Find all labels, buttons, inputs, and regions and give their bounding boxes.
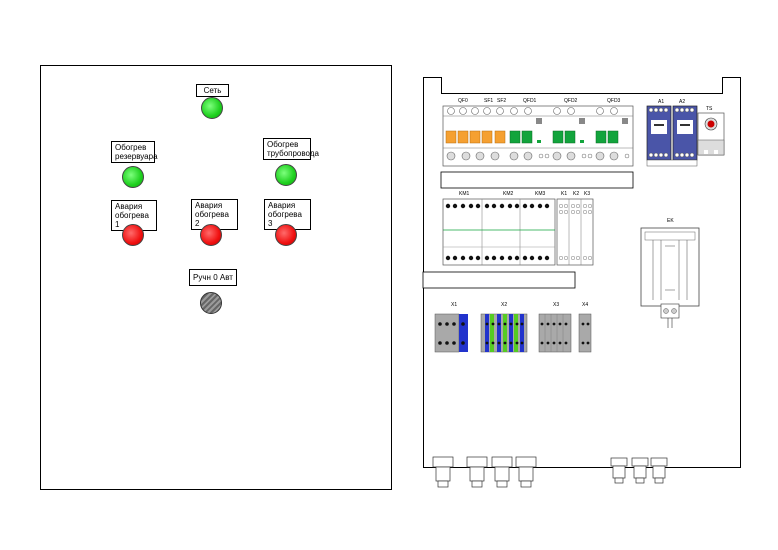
label-km1: KM1 bbox=[459, 191, 470, 197]
label-qf0: QF0 bbox=[458, 98, 468, 104]
label-alarm-3: Авария обогрева 3 bbox=[264, 199, 311, 230]
label-k3: K3 bbox=[584, 191, 591, 197]
heater-ek bbox=[640, 227, 700, 307]
label-pipeline-heating: Обогрев трубопровода bbox=[263, 138, 319, 160]
label-a1: A1 bbox=[658, 99, 665, 105]
label-network: Сеть bbox=[196, 84, 229, 97]
label-qfd3: QFD3 bbox=[607, 98, 621, 104]
label-qfd1: QFD1 bbox=[523, 98, 537, 104]
terminal-strip-x2 bbox=[480, 313, 528, 353]
label-sf1: SF1 bbox=[484, 98, 494, 104]
label-sf2: SF2 bbox=[497, 98, 507, 104]
label-pipeline-heating-text: Обогрев трубопровода bbox=[267, 140, 319, 158]
lamp-alarm-2 bbox=[200, 224, 222, 246]
label-x2: X2 bbox=[501, 302, 508, 308]
label-alarm-3-text: Авария обогрева 3 bbox=[268, 201, 302, 228]
lamp-network bbox=[201, 97, 223, 119]
terminal-strip-x4 bbox=[578, 313, 592, 353]
label-a2: A2 bbox=[679, 99, 686, 105]
label-x4: X4 bbox=[582, 302, 589, 308]
cable-duct-2 bbox=[422, 271, 576, 289]
label-tank-heating: Обогрев резервуара bbox=[111, 141, 158, 163]
lamp-pipeline-heating bbox=[275, 164, 297, 186]
label-alarm-2-text: Авария обогрева 2 bbox=[195, 201, 229, 228]
label-k2: K2 bbox=[573, 191, 580, 197]
label-mode-switch: Ручн 0 Авт bbox=[189, 269, 237, 286]
label-km2: KM2 bbox=[503, 191, 514, 197]
terminal-strip-x1 bbox=[434, 313, 468, 353]
label-alarm-2: Авария обогрева 2 bbox=[191, 199, 238, 230]
label-k1: K1 bbox=[561, 191, 568, 197]
label-x1: X1 bbox=[451, 302, 458, 308]
lamp-alarm-1 bbox=[122, 224, 144, 246]
terminal-strip-x3 bbox=[538, 313, 572, 353]
label-km3: KM3 bbox=[535, 191, 546, 197]
label-ek: EK bbox=[667, 218, 674, 224]
label-alarm-1: Авария обогрева 1 bbox=[111, 200, 157, 231]
label-network-text: Сеть bbox=[203, 86, 222, 95]
mode-selector-switch[interactable] bbox=[200, 292, 222, 314]
label-tank-heating-text: Обогрев резервуара bbox=[115, 143, 158, 161]
lamp-tank-heating bbox=[122, 166, 144, 188]
label-ts: TS bbox=[706, 106, 713, 112]
label-qfd2: QFD2 bbox=[564, 98, 578, 104]
label-x3: X3 bbox=[553, 302, 560, 308]
cable-duct-1 bbox=[440, 171, 634, 189]
cable-glands bbox=[432, 456, 668, 488]
relay-block-k bbox=[556, 198, 594, 266]
contactor-block bbox=[442, 198, 556, 266]
label-alarm-1-text: Авария обогрева 1 bbox=[115, 202, 149, 229]
label-mode-switch-text: Ручн 0 Авт bbox=[193, 273, 233, 282]
lamp-alarm-3 bbox=[275, 224, 297, 246]
cable-duct-top bbox=[441, 77, 723, 94]
